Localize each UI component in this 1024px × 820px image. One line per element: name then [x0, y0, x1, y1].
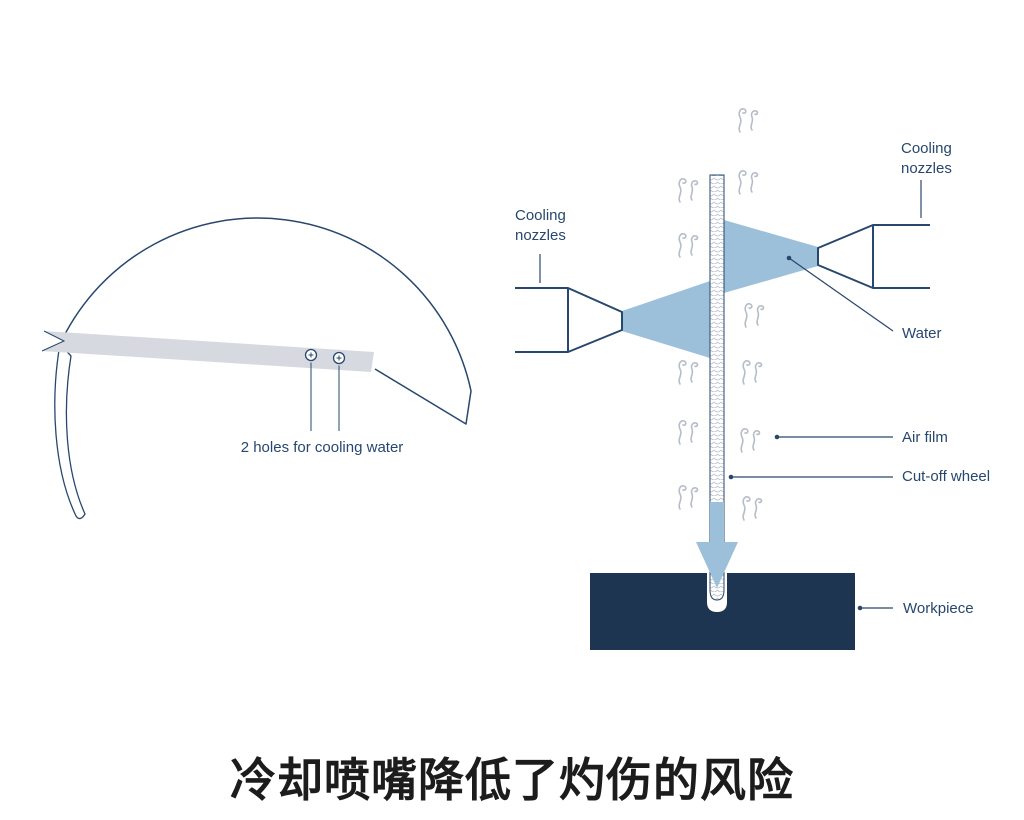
water-label: Water — [902, 325, 942, 342]
leader-lines — [539, 180, 922, 609]
steam-icon — [678, 420, 699, 445]
nozzle-right — [817, 224, 930, 289]
steam-icon — [742, 360, 763, 385]
guard-bar — [42, 331, 374, 372]
guard-bar-notch — [42, 331, 64, 351]
workpiece-label: Workpiece — [903, 600, 974, 617]
cut-off-wheel-label: Cut-off wheel — [902, 468, 991, 485]
cutting-diagram — [515, 108, 930, 650]
steam-icon — [740, 428, 761, 453]
cooling-hole-symbol — [332, 351, 346, 365]
holes-leader-lines — [310, 362, 340, 431]
steam-icon — [742, 496, 763, 521]
cooling-nozzles-left-label: Cooling nozzles — [515, 207, 566, 244]
leader-dots — [728, 255, 863, 611]
steam-icon — [744, 303, 765, 328]
cooling-nozzles-right-label: Cooling nozzles — [901, 140, 952, 177]
holes-label: 2 holes for cooling water — [240, 439, 404, 456]
guard-tail — [54, 342, 86, 520]
cut-off-wheel — [709, 174, 725, 601]
steam-icon — [678, 485, 699, 510]
guard-diagram — [41, 217, 472, 520]
steam-icon — [678, 233, 699, 258]
cooling-hole-symbol — [304, 348, 318, 362]
water-spray-right — [724, 220, 818, 293]
water-spray-left — [622, 281, 710, 358]
steam-icon — [738, 108, 759, 133]
air-film-label: Air film — [902, 429, 948, 446]
guard-bar-notch-outline — [41, 330, 66, 352]
steam-icon — [678, 178, 699, 203]
steam-icon — [678, 360, 699, 385]
page-title: 冷却喷嘴降低了灼伤的风险 — [230, 754, 794, 806]
feed-arrow — [696, 502, 738, 588]
nozzle-left — [515, 287, 623, 353]
steam-icon — [738, 170, 759, 195]
guard-arc — [61, 217, 472, 425]
